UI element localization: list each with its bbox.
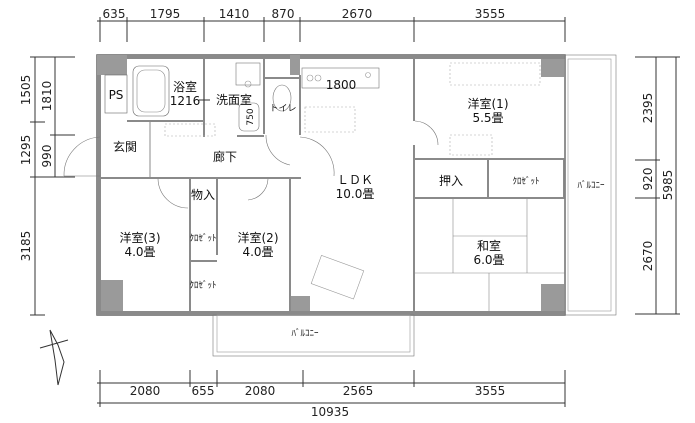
dim-top-6: 3555 <box>475 7 506 21</box>
label-western1: 洋室(1) <box>468 96 509 111</box>
label-ldk-size: 10.0畳 <box>336 187 375 201</box>
label-washroom: 洗面室 <box>216 92 252 107</box>
label-entrance: 玄関 <box>113 139 137 154</box>
dim-bottom-1: 2080 <box>130 384 161 398</box>
label-japanese: 和室 <box>477 238 501 253</box>
label-bath-size: 1216 <box>170 94 201 108</box>
doors <box>63 120 439 209</box>
dim-bottom-3: 2080 <box>245 384 276 398</box>
top-dimensions: 635 1795 1410 870 2670 3555 <box>97 7 566 42</box>
room-labels: PS 浴室 1216 洗面室 750 トイレ 1800 玄関 廊下 物入 洋室(… <box>109 78 605 339</box>
dim-top-1: 635 <box>103 7 126 21</box>
label-western1-size: 5.5畳 <box>472 111 503 125</box>
dim-left-inner-2: 990 <box>40 145 54 168</box>
dim-bottom-4: 2565 <box>343 384 374 398</box>
dim-right-3: 2670 <box>641 241 655 272</box>
label-storage: 物入 <box>191 188 215 202</box>
walls <box>96 54 566 316</box>
label-wash-width: 750 <box>246 108 256 125</box>
label-ps: PS <box>109 88 124 102</box>
fixtures <box>132 62 565 311</box>
dim-top-3: 1410 <box>219 7 250 21</box>
label-ldk: ＬＤＫ <box>337 173 373 187</box>
bottom-dimensions: 2080 655 2080 2565 3555 10935 <box>97 370 566 419</box>
label-kitchen-width: 1800 <box>326 78 357 92</box>
dim-total-depth: 5985 <box>661 170 675 201</box>
label-closet1: ｸﾛｾﾞｯﾄ <box>512 176 539 187</box>
dim-top-2: 1795 <box>150 7 181 21</box>
label-closet3: ｸﾛｾﾞｯﾄ <box>189 233 216 244</box>
dim-total-width: 10935 <box>311 405 349 419</box>
right-dimensions: 2395 920 2670 5985 <box>635 56 680 315</box>
label-balcony-right: ﾊﾞﾙｺﾆｰ <box>577 180 605 191</box>
dim-top-4: 870 <box>272 7 295 21</box>
dim-left-2: 1295 <box>19 135 33 166</box>
dim-bottom-5: 3555 <box>475 384 506 398</box>
dim-right-2: 920 <box>641 168 655 191</box>
dim-top-5: 2670 <box>342 7 373 21</box>
dim-left-1: 1505 <box>19 75 33 106</box>
dim-left-inner-1: 1810 <box>40 81 54 112</box>
balconies <box>212 54 617 357</box>
label-western3: 洋室(3) <box>120 230 161 245</box>
dim-bottom-2: 655 <box>192 384 215 398</box>
label-japanese-size: 6.0畳 <box>473 253 504 267</box>
north-arrow-icon <box>39 329 69 386</box>
label-toilet: トイレ <box>269 104 296 114</box>
label-balcony-bottom: ﾊﾞﾙｺﾆｰ <box>291 328 319 339</box>
label-bath: 浴室 <box>173 79 197 94</box>
label-hallway: 廊下 <box>213 149 237 164</box>
dim-right-1: 2395 <box>641 93 655 124</box>
label-western2: 洋室(2) <box>238 230 279 245</box>
label-western2-size: 4.0畳 <box>242 245 273 259</box>
label-oshiire: 押入 <box>439 174 463 188</box>
label-western3-size: 4.0畳 <box>124 245 155 259</box>
label-closet2: ｸﾛｾﾞｯﾄ <box>189 280 216 291</box>
dim-left-3: 3185 <box>19 231 33 262</box>
left-dimensions: 1505 1295 3185 1810 990 <box>19 56 75 316</box>
